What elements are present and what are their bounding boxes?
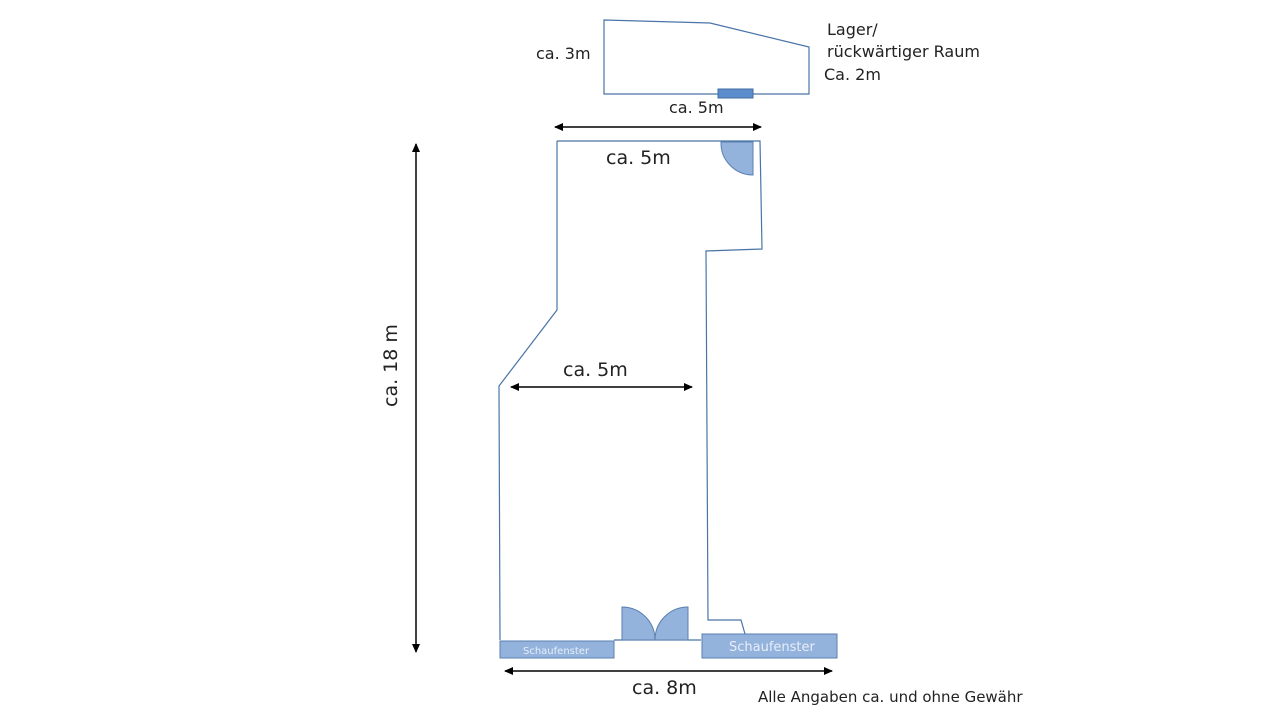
shop-window-right-label: Schaufenster	[729, 640, 816, 655]
main-room: ca. 5m ca. 5m	[498, 140, 763, 641]
total-length-label: ca. 18 m	[380, 324, 402, 407]
storage-door	[717, 88, 754, 99]
storage-bottom-dimension: ca. 5m	[669, 98, 724, 117]
middle-width-label: ca. 5m	[563, 359, 628, 381]
entrance-door-left-icon	[621, 606, 656, 641]
storage-right-dimension: Ca. 2m	[824, 65, 881, 84]
storage-title-line1: Lager/	[827, 20, 878, 39]
storage-room: ca. 3m Lager/ rückwärtiger Raum Ca. 2m c…	[536, 19, 980, 117]
storage-title-line2: rückwärtiger Raum	[827, 42, 980, 61]
back-door-icon	[720, 141, 754, 176]
front-width-label: ca. 8m	[632, 677, 697, 699]
shop-window-left-label: Schaufenster	[523, 646, 590, 657]
storage-left-dimension: ca. 3m	[536, 44, 591, 63]
entrance-door-right-icon	[654, 606, 689, 641]
top-width-label: ca. 5m	[606, 147, 671, 169]
shop-window-left: Schaufenster	[499, 640, 615, 659]
shop-window-right: Schaufenster	[701, 633, 838, 659]
disclaimer-text: Alle Angaben ca. und ohne Gewähr	[758, 688, 1023, 706]
storage-room-walls	[603, 19, 810, 95]
main-room-walls	[498, 140, 763, 641]
